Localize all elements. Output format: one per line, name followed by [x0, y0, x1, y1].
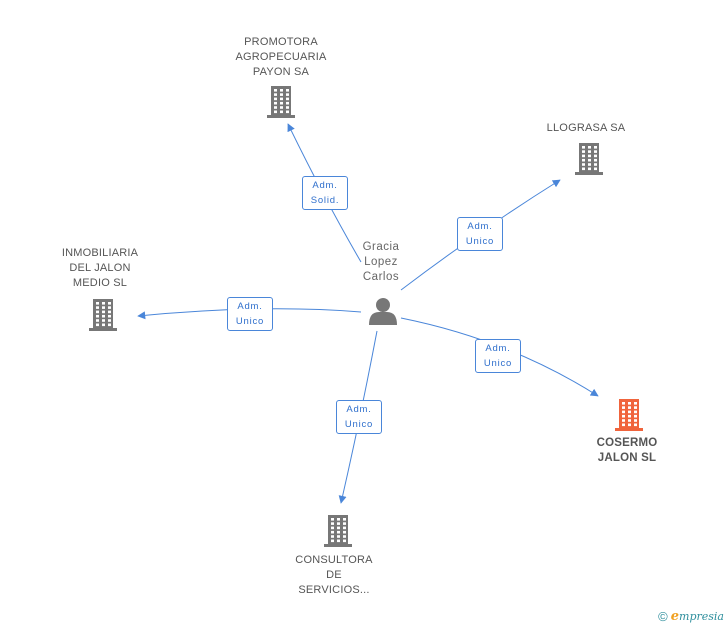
building-icon[interactable]: [615, 399, 643, 431]
company-name-line: SERVICIOS...: [298, 584, 370, 596]
company-name-line: JALON SL: [597, 452, 657, 464]
empresia-credit[interactable]: © empresia: [658, 609, 724, 624]
relation-label-line: Adm.: [467, 221, 493, 232]
person-name-line: Carlos: [362, 271, 400, 283]
relation-label-inmobiliaria[interactable]: Adm. Unico: [227, 297, 273, 331]
company-name-line: INMOBILIARIA: [61, 247, 139, 259]
person-name-line: Lopez: [364, 256, 398, 268]
building-icon[interactable]: [575, 143, 603, 175]
relation-label-line: Adm.: [237, 301, 263, 312]
company-name-line: DEL JALON: [69, 262, 131, 274]
relation-label-cosermo[interactable]: Adm. Unico: [475, 339, 521, 373]
relation-label-line: Adm.: [485, 343, 511, 354]
empresia-logo: empresia: [670, 609, 724, 624]
company-name-line: PROMOTORA: [244, 36, 318, 48]
company-label-promotora[interactable]: PROMOTORA AGROPECUARIA PAYON SA: [201, 35, 361, 80]
relation-label-line: Unico: [483, 358, 513, 369]
relation-label-line: Solid.: [310, 195, 340, 206]
company-label-llograsa[interactable]: LLOGRASA SA: [506, 121, 666, 136]
company-name-line: DE: [326, 569, 342, 581]
building-icon[interactable]: [324, 515, 352, 547]
relation-label-line: Unico: [344, 419, 374, 430]
company-name-line: PAYON SA: [252, 66, 310, 78]
relation-label-promotora[interactable]: Adm. Solid.: [302, 176, 348, 210]
relation-label-line: Adm.: [346, 404, 372, 415]
company-name-line: AGROPECUARIA: [235, 51, 327, 63]
company-label-cosermo[interactable]: COSERMO JALON SL: [547, 436, 707, 466]
building-icon[interactable]: [89, 299, 117, 331]
person-icon[interactable]: [369, 298, 397, 325]
relation-label-line: Unico: [235, 316, 265, 327]
company-name-line: LLOGRASA SA: [546, 122, 626, 134]
company-name-line: COSERMO: [596, 437, 658, 449]
building-icon[interactable]: [267, 86, 295, 118]
company-name-line: MEDIO SL: [72, 277, 128, 289]
relation-label-llograsa[interactable]: Adm. Unico: [457, 217, 503, 251]
company-label-inmobiliaria[interactable]: INMOBILIARIA DEL JALON MEDIO SL: [20, 246, 180, 291]
relation-label-consultora[interactable]: Adm. Unico: [336, 400, 382, 434]
relation-label-line: Unico: [465, 236, 495, 247]
company-label-consultora[interactable]: CONSULTORA DE SERVICIOS...: [254, 553, 414, 598]
person-name-line: Gracia: [362, 241, 400, 253]
company-name-line: CONSULTORA: [295, 554, 373, 566]
copyright-icon: ©: [658, 609, 668, 624]
relation-label-line: Adm.: [312, 180, 338, 191]
